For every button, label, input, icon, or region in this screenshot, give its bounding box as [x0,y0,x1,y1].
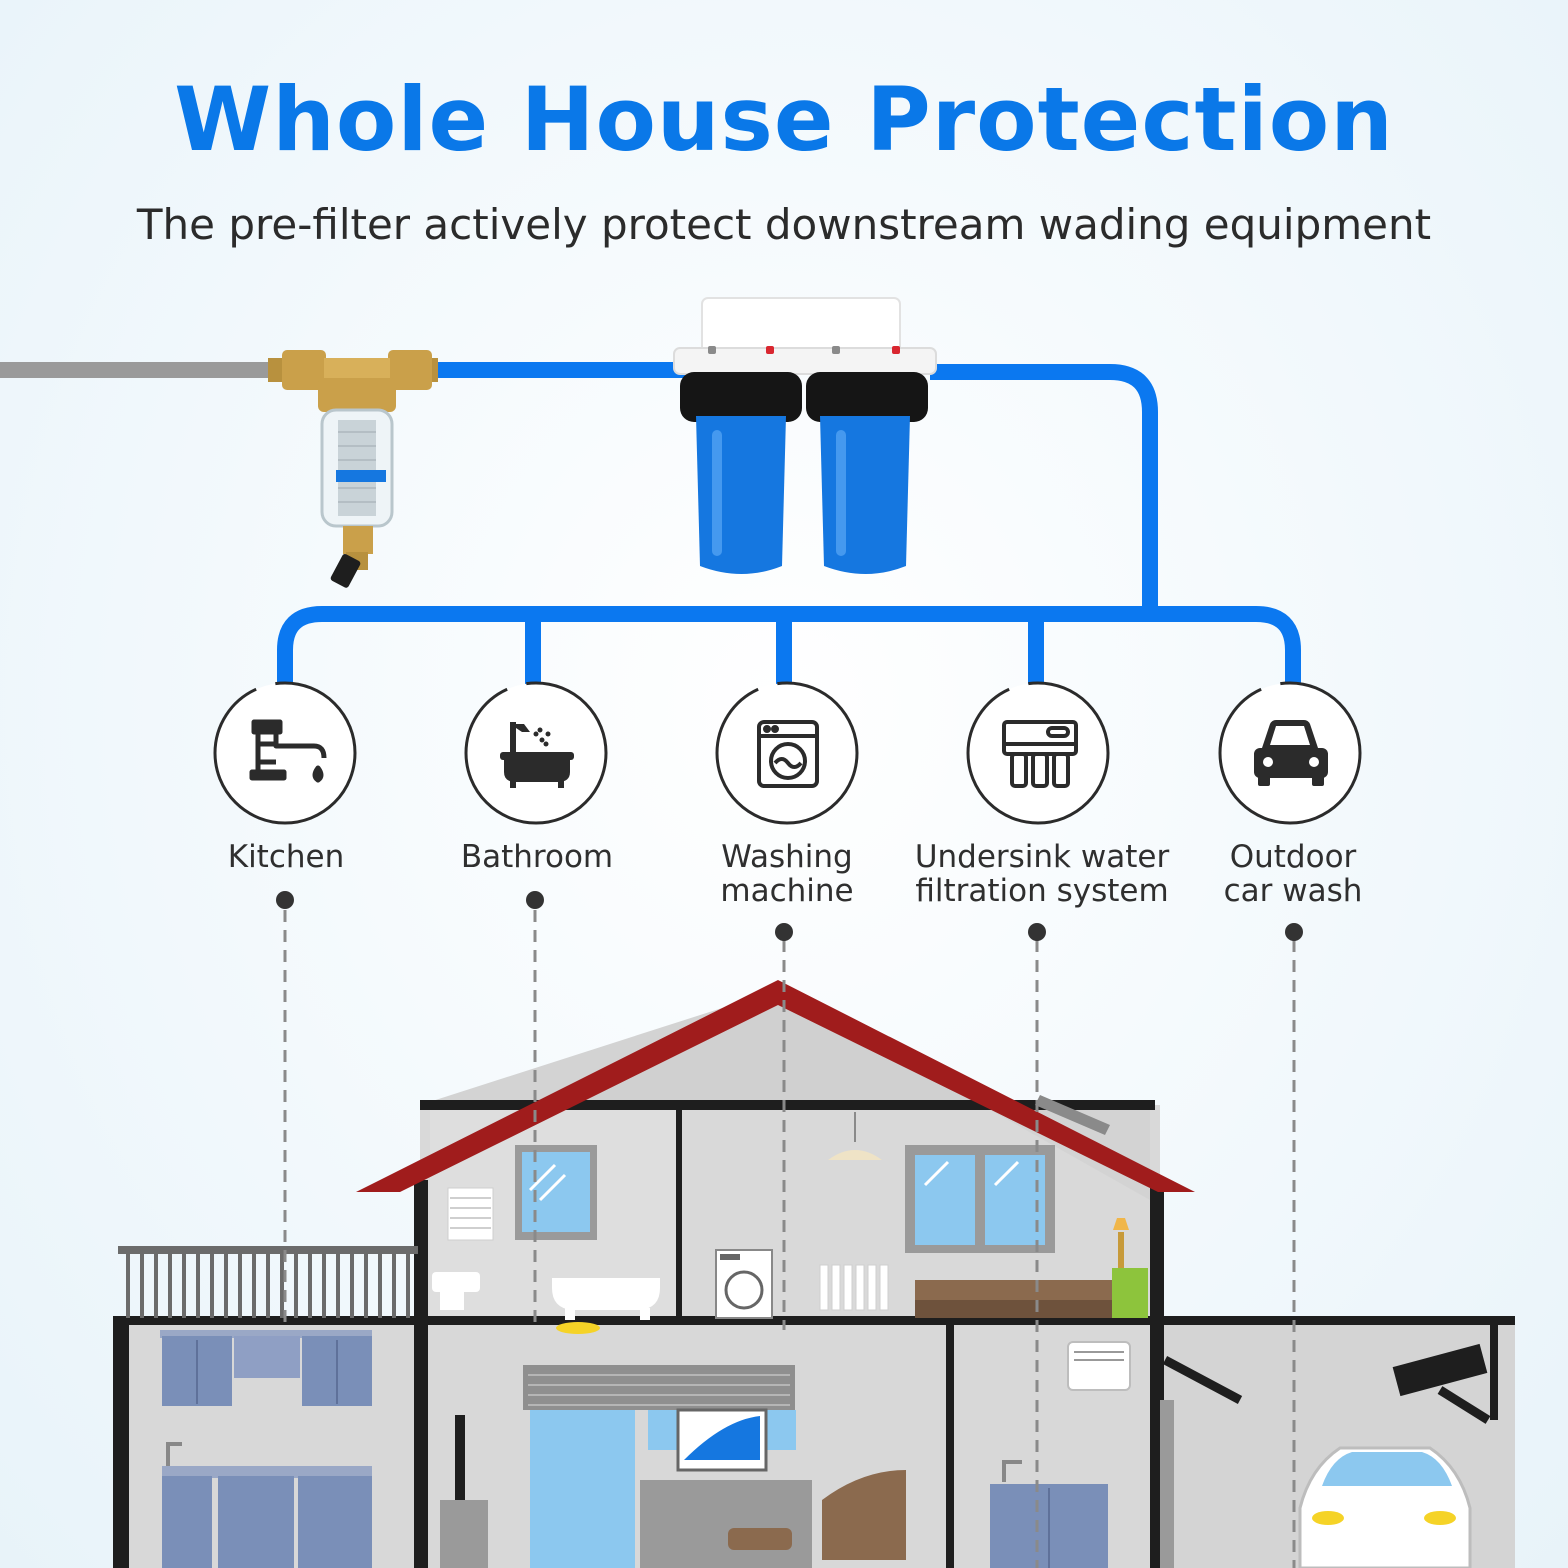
bathroom-label: Bathroom [397,840,677,874]
dual-filter-housing [673,297,937,574]
living-room [440,1365,906,1568]
garage [1160,1343,1491,1568]
undersink-label-line2: filtration system [915,873,1169,909]
kitchen-icon-ring [213,681,357,825]
undersink-label-line1: Undersink water [914,839,1170,875]
washing-label-line1: Washing [721,839,853,875]
bathroom-label-line1: Bathroom [460,839,614,875]
kitchen-label-line1: Kitchen [227,839,345,875]
washing-label-line2: machine [720,873,854,909]
outdoor-label: Outdoor car wash [1153,840,1433,908]
undersink-label: Undersink water filtration system [882,840,1202,908]
washing-icon-ring [715,681,859,825]
inlet-pipe [0,362,280,378]
kitchen-outlet [213,681,357,825]
washing-machine-icon [757,720,819,788]
kitchen-room [160,1330,372,1568]
outdoor-outlet [1218,681,1362,825]
faucet-icon [249,719,327,783]
bathroom-marker-dot [526,891,544,909]
house-illustration [113,980,1515,1568]
page-subtitle: The pre-filter actively protect downstre… [136,200,1432,249]
undersink-outlet [966,681,1110,825]
outdoor-marker-dot [1285,923,1303,941]
bedroom-room [715,1112,1148,1319]
car-icon [1254,720,1328,786]
bathroom-outlet [464,681,608,825]
bathroom-room [432,1145,660,1334]
kitchen-marker-dot [276,891,294,909]
undersink-marker-dot [1028,923,1046,941]
kitchen-label: Kitchen [146,840,426,874]
undersink-filter-icon [1002,720,1078,788]
leader-lines [283,910,1296,1568]
outdoor-label-line2: car wash [1223,873,1363,909]
page-title: Whole House Protection [174,68,1394,171]
roof [356,980,1195,1192]
outdoor-label-line1: Outdoor [1229,839,1357,875]
utility-room [990,1341,1131,1568]
washing-marker-dot [775,923,793,941]
spin-down-prefilter [268,350,438,588]
balcony-railing [118,1246,418,1318]
washing-machine-outlet [715,681,859,825]
washing-machine-label: Washing machine [647,840,927,908]
water-pipes [277,362,1301,684]
bathtub-shower-icon [500,722,574,788]
